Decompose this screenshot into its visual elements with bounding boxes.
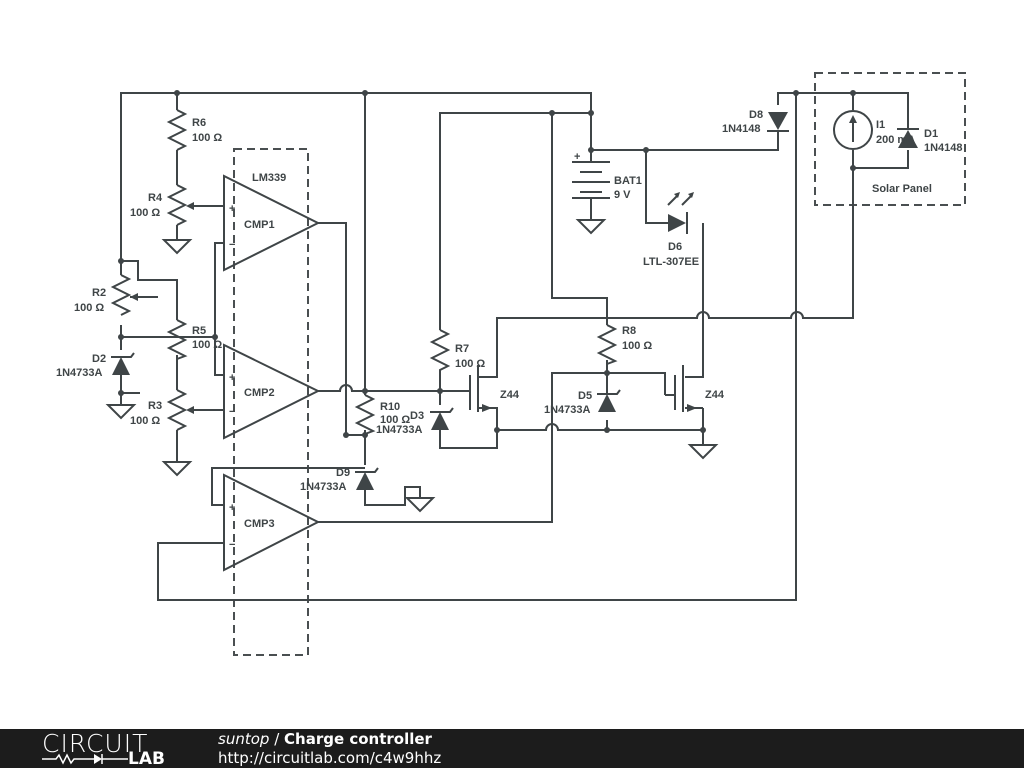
svg-text:Z44: Z44 <box>500 389 520 401</box>
svg-text:+: + <box>574 151 580 163</box>
solar-panel-group-box <box>814 72 966 206</box>
lm339-label: LM339 <box>252 172 286 184</box>
svg-text:R6: R6 <box>192 117 206 129</box>
author-link[interactable]: suntop <box>218 730 270 748</box>
svg-text:R8: R8 <box>622 325 636 337</box>
svg-text:R5: R5 <box>192 325 206 337</box>
svg-text:D9: D9 <box>336 467 350 479</box>
potentiometer-r4[interactable]: R4 100 Ω <box>130 184 194 226</box>
zener-diode-d2[interactable]: D2 1N4733A <box>56 352 135 379</box>
potentiometer-r2[interactable]: R2 100 Ω <box>74 274 158 316</box>
comparator-cmp2[interactable]: + − CMP2 <box>223 343 321 440</box>
resistor-r8[interactable]: R8 100 Ω <box>596 324 652 365</box>
svg-text:R3: R3 <box>148 400 162 412</box>
svg-text:I1: I1 <box>876 119 885 131</box>
ground-icons <box>105 219 719 513</box>
svg-text:CMP3: CMP3 <box>244 518 275 530</box>
svg-text:1N4733A: 1N4733A <box>376 424 423 436</box>
svg-text:−: − <box>229 539 235 551</box>
svg-text:R4: R4 <box>148 192 163 204</box>
current-source-i1[interactable]: I1 200 mA <box>833 110 915 150</box>
logo-text: CIRCUIT <box>42 729 149 758</box>
svg-text:CMP1: CMP1 <box>244 219 275 231</box>
zener-diode-d9[interactable]: D9 1N4733A <box>300 467 379 493</box>
wires <box>120 92 909 601</box>
svg-text:100 Ω: 100 Ω <box>622 340 652 352</box>
svg-text:100 Ω: 100 Ω <box>130 415 160 427</box>
svg-text:1N4148: 1N4148 <box>924 142 963 154</box>
svg-text:LTL-307EE: LTL-307EE <box>643 256 699 268</box>
zener-diode-d5[interactable]: D5 1N4733A <box>544 389 621 416</box>
solar-panel-label: Solar Panel <box>872 183 932 195</box>
svg-text:D8: D8 <box>749 109 763 121</box>
svg-text:BAT1: BAT1 <box>614 175 642 187</box>
svg-text:D5: D5 <box>578 390 592 402</box>
battery-bat1[interactable]: + BAT1 9 V <box>572 151 642 201</box>
svg-text:9 V: 9 V <box>614 189 631 201</box>
circuit-name: Charge controller <box>284 730 432 748</box>
svg-text:1N4733A: 1N4733A <box>56 367 103 379</box>
logo-lab-text: LAB <box>128 749 165 769</box>
svg-text:D6: D6 <box>668 241 682 253</box>
svg-text:D1: D1 <box>924 128 938 140</box>
svg-text:−: − <box>229 406 235 418</box>
schematic: LM339 Solar Panel <box>56 72 966 656</box>
svg-text:100 Ω: 100 Ω <box>74 302 104 314</box>
lm339-group-box <box>233 148 309 656</box>
svg-text:R2: R2 <box>92 287 106 299</box>
circuit-url[interactable]: http://circuitlab.com/c4w9hhz <box>218 749 442 767</box>
diode-d1[interactable]: D1 1N4148 <box>897 128 963 154</box>
svg-text:+: + <box>229 502 235 514</box>
logo-diode-icon <box>42 753 128 765</box>
svg-text:D2: D2 <box>92 353 106 365</box>
svg-text:CMP2: CMP2 <box>244 387 275 399</box>
junction-dots <box>118 90 856 438</box>
svg-text:100 Ω: 100 Ω <box>130 207 160 219</box>
svg-text:+: + <box>229 372 235 384</box>
zener-diode-d3[interactable]: D3 1N4733A <box>376 407 454 436</box>
potentiometer-r5[interactable]: R5 100 Ω <box>166 319 222 360</box>
svg-text:100 Ω: 100 Ω <box>192 339 222 351</box>
svg-text:R7: R7 <box>455 343 469 355</box>
svg-text:100 Ω: 100 Ω <box>380 414 410 426</box>
svg-text:1N4148: 1N4148 <box>722 123 761 135</box>
comparator-cmp3[interactable]: + − CMP3 <box>223 473 321 572</box>
svg-text:200 mA: 200 mA <box>876 134 915 146</box>
svg-text:100 Ω: 100 Ω <box>192 132 222 144</box>
separator: / <box>269 730 285 748</box>
svg-text:D3: D3 <box>410 410 424 422</box>
svg-text:Z44: Z44 <box>705 389 725 401</box>
svg-text:+: + <box>229 203 235 215</box>
mosfet-q2[interactable]: Z44 <box>665 365 725 412</box>
potentiometer-r3[interactable]: R3 100 Ω <box>130 389 194 431</box>
diode-d8[interactable]: D8 1N4148 <box>722 109 789 135</box>
svg-text:1N4733A: 1N4733A <box>300 481 347 493</box>
svg-text:1N4733A: 1N4733A <box>544 404 591 416</box>
svg-text:R10: R10 <box>380 401 400 413</box>
circuit-title: suntop / Charge controller <box>218 730 432 748</box>
svg-text:100 Ω: 100 Ω <box>455 358 485 370</box>
comparator-cmp1[interactable]: + − CMP1 <box>223 174 321 272</box>
footer-bar: CIRCUIT LAB suntop / Charge controller h… <box>0 729 1024 769</box>
resistor-r6[interactable]: R6 100 Ω <box>166 109 222 151</box>
mosfet-q1[interactable]: Z44 <box>469 365 520 412</box>
circuitlab-logo[interactable]: CIRCUIT LAB <box>42 729 182 769</box>
svg-text:−: − <box>229 239 235 251</box>
